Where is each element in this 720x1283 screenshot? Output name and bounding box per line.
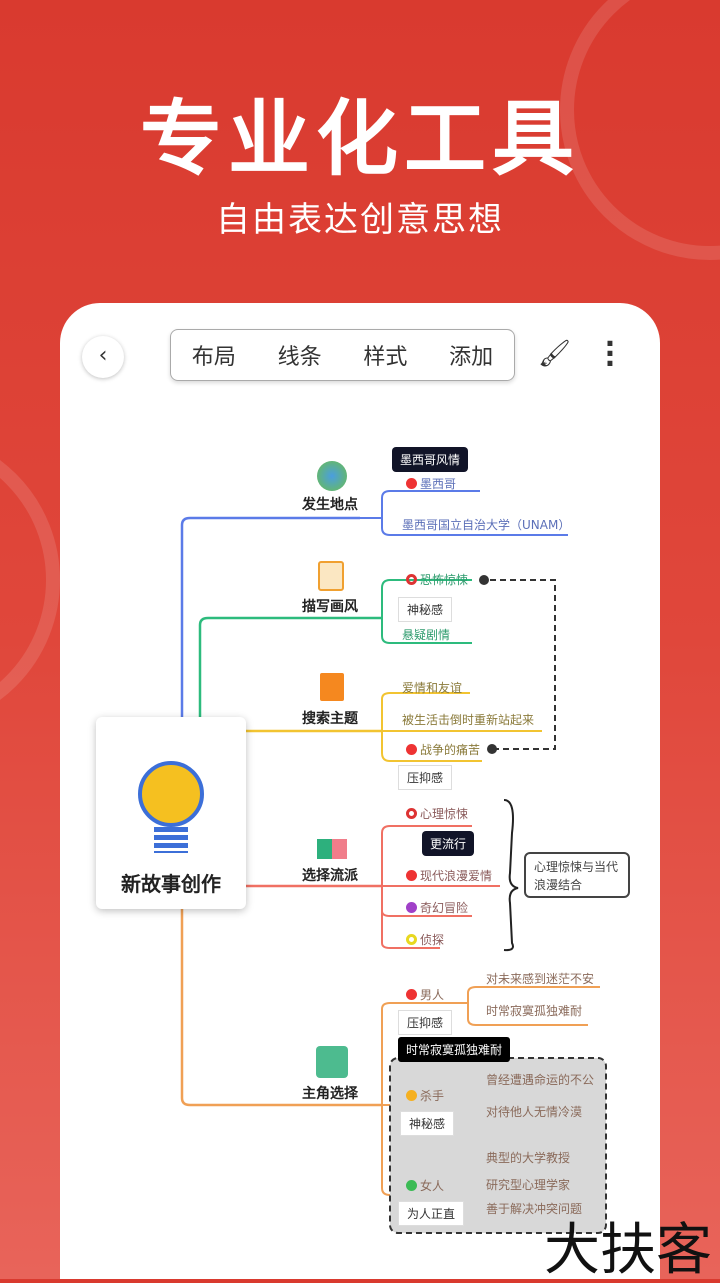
user-icon: [406, 1180, 417, 1191]
node-item[interactable]: 女人: [406, 1177, 444, 1194]
branch-genre[interactable]: 选择流派: [302, 868, 358, 884]
avatar-icon: [316, 1046, 348, 1078]
notepad-icon: [318, 561, 344, 591]
node-item[interactable]: 典型的大学教授: [486, 1151, 571, 1165]
user-icon: [406, 1090, 417, 1101]
node-item[interactable]: 墨西哥国立自治大学（UNAM）: [402, 518, 571, 532]
tab-layout[interactable]: 布局: [191, 345, 236, 370]
tab-style[interactable]: 样式: [363, 345, 408, 370]
tab-add[interactable]: 添加: [449, 345, 494, 370]
more-vertical-icon[interactable]: ···: [604, 327, 616, 380]
tab-lines[interactable]: 线条: [277, 345, 322, 370]
tooltip: 墨西哥风情: [392, 447, 469, 472]
branch-protagonist[interactable]: 主角选择: [302, 1086, 358, 1102]
lightbulb-icon: [138, 761, 204, 827]
phone-screen: ‹ 布局 线条 样式 添加 🖌 ··· 新故事创作 发生地点 墨西哥风情 墨西哥…: [60, 303, 660, 1279]
headline: 专业化工具: [139, 92, 580, 187]
globe-icon: [317, 461, 347, 491]
node-item[interactable]: 墨西哥: [406, 475, 456, 492]
central-topic[interactable]: 新故事创作: [96, 717, 246, 909]
document-icon: [320, 673, 344, 701]
note-box[interactable]: 神秘感: [398, 597, 453, 622]
circle-icon: [406, 574, 417, 585]
connector-lines: [180, 490, 607, 1234]
subheadline: 自由表达创意思想: [216, 200, 504, 240]
node-item[interactable]: 现代浪漫爱情: [406, 867, 492, 884]
tooltip: 更流行: [422, 831, 475, 856]
note-box[interactable]: 压抑感: [398, 765, 453, 790]
chat-icon: [406, 870, 417, 881]
branch-location[interactable]: 发生地点: [302, 497, 358, 513]
lightbulb-base: [154, 827, 188, 853]
chat-icon: [406, 744, 417, 755]
summary-box[interactable]: 心理惊悚与当代浪漫结合: [524, 852, 630, 898]
tooltip: 时常寂寞孤独难耐: [398, 1037, 511, 1062]
note-box[interactable]: 神秘感: [400, 1111, 455, 1136]
node-item[interactable]: 悬疑剧情: [402, 628, 451, 642]
node-item[interactable]: 时常寂寞孤独难耐: [486, 1004, 583, 1018]
chat-icon: [406, 902, 417, 913]
node-item[interactable]: 男人: [406, 986, 444, 1003]
node-item[interactable]: 恐怖惊悚: [406, 571, 468, 588]
back-button[interactable]: ‹: [82, 336, 124, 378]
watermark: 大扶客: [544, 1218, 712, 1283]
book-icon: [317, 839, 347, 859]
branch-theme[interactable]: 搜索主题: [302, 711, 358, 727]
node-item[interactable]: 对未来感到迷茫不安: [486, 972, 595, 986]
node-item[interactable]: 善于解决冲突问题: [486, 1202, 583, 1216]
node-item[interactable]: 研究型心理学家: [486, 1178, 571, 1192]
toolbar-tabs: 布局 线条 样式 添加: [170, 329, 515, 381]
check-icon: [406, 478, 417, 489]
node-item[interactable]: 奇幻冒险: [406, 899, 468, 916]
node-item[interactable]: 曾经遭遇命运的不公: [486, 1073, 595, 1087]
user-icon: [406, 989, 417, 1000]
node-item[interactable]: 对待他人无情冷漠: [486, 1105, 583, 1119]
note-box[interactable]: 为人正直: [398, 1201, 465, 1226]
circle-icon: [406, 934, 417, 945]
node-item[interactable]: 心理惊悚: [406, 805, 468, 822]
branch-style[interactable]: 描写画风: [302, 599, 358, 615]
central-topic-label: 新故事创作: [121, 872, 221, 896]
node-item[interactable]: 爱情和友谊: [402, 681, 463, 695]
chevron-left-icon: ‹: [98, 343, 108, 368]
paint-brush-icon[interactable]: 🖌: [538, 339, 572, 369]
node-item[interactable]: 被生活击倒时重新站起来: [402, 713, 535, 727]
circle-icon: [406, 808, 417, 819]
note-box[interactable]: 压抑感: [398, 1010, 453, 1035]
node-item[interactable]: 杀手: [406, 1087, 444, 1104]
node-item[interactable]: 战争的痛苦: [406, 741, 480, 758]
node-item[interactable]: 侦探: [406, 931, 444, 948]
